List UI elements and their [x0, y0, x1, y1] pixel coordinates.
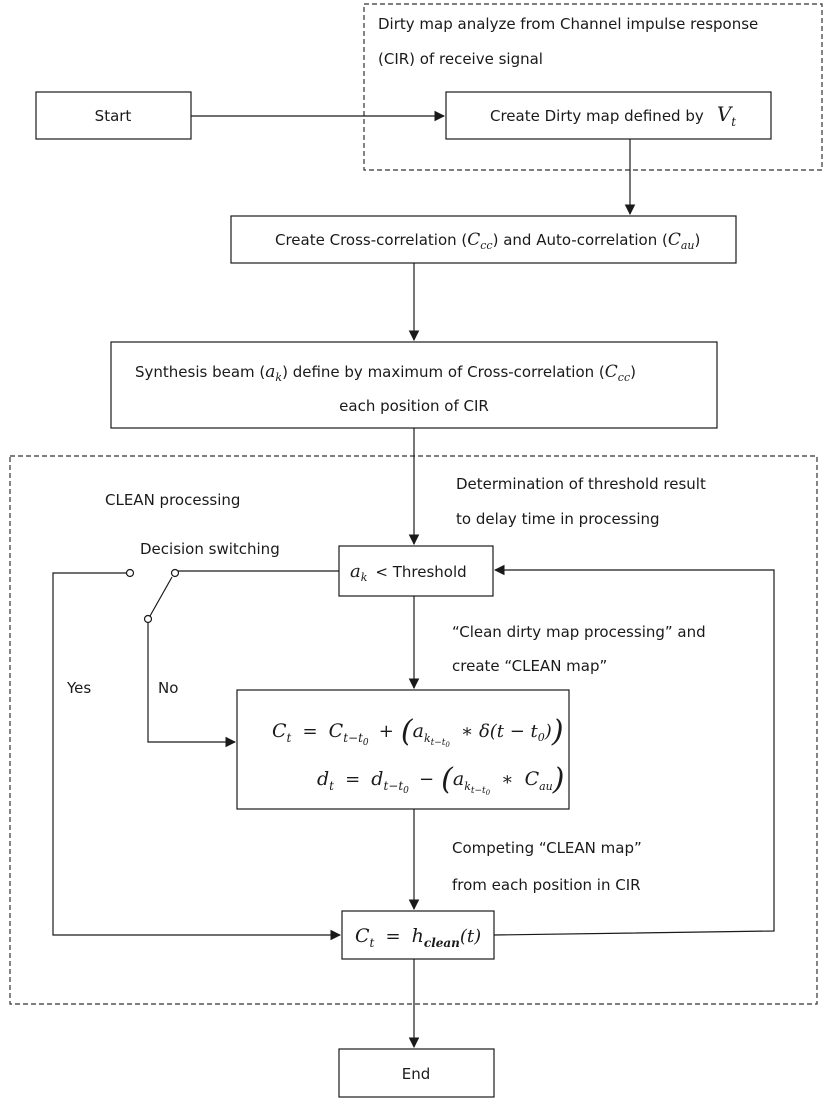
threshold-note-line2: to delay time in processing — [456, 510, 660, 528]
no-label: No — [158, 679, 178, 697]
equation-clean-map: Ct = Ct−t0 + (akt−t0 ∗ δ(t − t0)) — [272, 714, 564, 751]
start-node-label: Start — [95, 107, 132, 125]
clean-equations-node — [236, 689, 570, 810]
end-node — [338, 1048, 495, 1098]
equation-dirty-map: dt = dt−t0 − (akt−t0 ∗ Cau) — [317, 762, 564, 799]
dirty-map-group — [363, 3, 823, 171]
cross-correlation-node — [230, 215, 737, 264]
synthesis-beam-label-line2: each position of CIR — [339, 397, 489, 415]
cross-correlation-label: Create Cross-correlation (Ccc) and Auto-… — [275, 230, 700, 252]
create-dirty-map-label: Create Dirty map defined by Vt — [490, 102, 736, 129]
create-dirty-map-node — [445, 91, 772, 140]
synthesis-beam-label-line1: Synthesis beam (ak) define by maximum of… — [135, 362, 636, 384]
switch-pivot-terminal — [170, 568, 180, 578]
clean-note-line2: create “CLEAN map” — [452, 657, 607, 675]
yes-label: Yes — [66, 679, 91, 697]
end-node-label: End — [402, 1065, 431, 1083]
start-node — [35, 91, 192, 140]
hclean-node — [341, 910, 495, 960]
threshold-note-line1: Determination of threshold result — [456, 475, 706, 493]
synthesis-beam-node — [110, 341, 718, 429]
competing-note-line1: Competing “CLEAN map” — [452, 839, 642, 857]
arrow-no-path — [147, 623, 237, 748]
switch-blade — [149, 576, 173, 617]
switch-yes-terminal — [125, 568, 135, 578]
clean-processing-group-title: CLEAN processing — [105, 491, 240, 509]
competing-note-line2: from each position in CIR — [452, 876, 641, 894]
threshold-label: ak< Threshold — [350, 561, 467, 584]
clean-note-line1: “Clean dirty map processing” and — [452, 623, 706, 641]
arrow-yes-path — [52, 572, 342, 941]
arrow-feedback-loop — [493, 564, 775, 936]
dirty-map-group-title-line2: (CIR) of receive signal — [378, 50, 543, 68]
switch-no-terminal — [143, 614, 153, 624]
decision-switching-label: Decision switching — [140, 540, 280, 558]
dirty-map-group-title-line1: Dirty map analyze from Channel impulse r… — [378, 15, 758, 33]
hclean-label: Ct = hclean(t) — [355, 925, 481, 951]
